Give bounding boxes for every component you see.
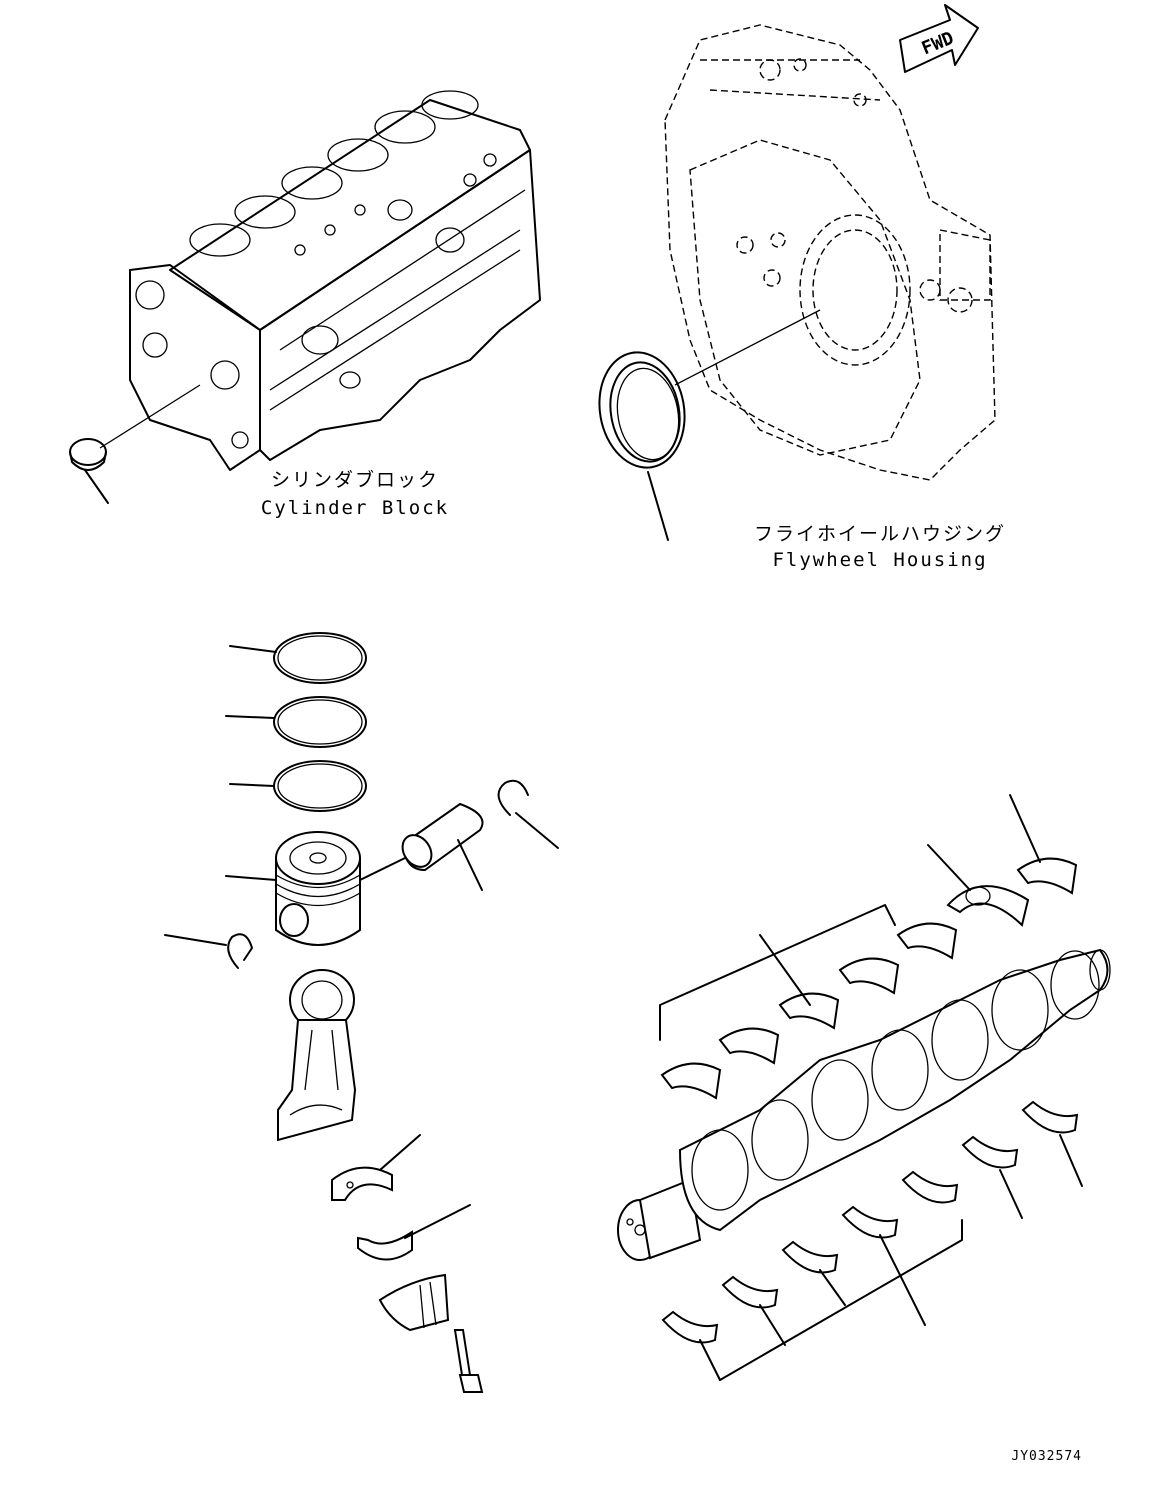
fwd-arrow-icon: FWD — [899, 4, 979, 73]
drawing-code: JY032574 — [1011, 1449, 1082, 1464]
main-bearings-lower — [661, 1100, 1083, 1381]
flywheel-housing — [664, 24, 996, 481]
rod-bearing-upper — [331, 1134, 421, 1201]
rod-cap — [378, 1273, 450, 1332]
connecting-rod — [277, 969, 357, 1142]
cylinder-block-label-en: Cylinder Block — [261, 497, 449, 519]
rod-bearing-lower — [357, 1204, 471, 1261]
snap-ring-right — [497, 779, 559, 849]
cylinder-block-label-jp: シリンダブロック — [271, 468, 439, 491]
crankshaft — [617, 948, 1111, 1261]
snap-ring-left — [164, 933, 253, 969]
rear-oil-seal — [598, 309, 821, 541]
flywheel-housing-label-jp: フライホイールハウジング — [754, 523, 1006, 545]
piston-rings — [225, 632, 367, 812]
main-bearings-upper — [659, 794, 1078, 1100]
fwd-label: FWD — [919, 28, 957, 60]
cylinder-block — [129, 90, 541, 471]
piston-pin — [359, 802, 484, 891]
flywheel-housing-label-en: Flywheel Housing — [772, 549, 987, 571]
piston — [225, 831, 361, 946]
cam-bushing — [69, 384, 201, 504]
rod-bolt — [453, 1329, 484, 1393]
